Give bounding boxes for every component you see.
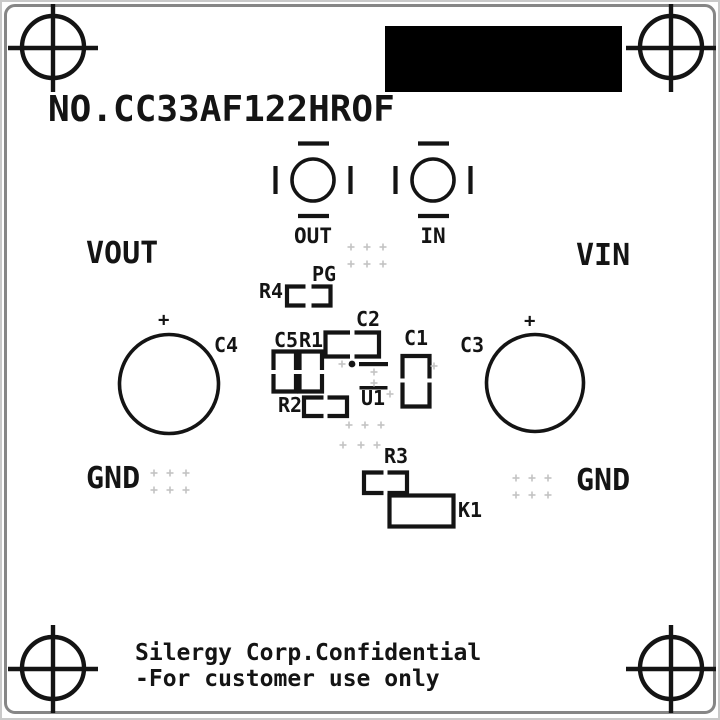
net-label-vin: VIN	[576, 238, 631, 273]
footprint-k1	[387, 493, 456, 529]
via-cluster-gnd-right	[511, 473, 553, 500]
fiducial-bottom-right	[626, 625, 716, 713]
footprint-r2	[301, 395, 350, 419]
board-part-number: NO.CC33AF122HROF	[48, 89, 395, 130]
refdes-r4: R4	[259, 279, 284, 303]
footprint-c1	[400, 353, 432, 409]
confidential-notice-line2: -For customer use only	[135, 666, 440, 692]
u1-pin1-dot	[348, 360, 356, 368]
c3-polarity-plus: +	[524, 310, 536, 332]
refdes-u1: U1	[361, 386, 386, 410]
via-cluster-gnd-left	[149, 468, 191, 495]
c4-polarity-plus: +	[158, 309, 170, 331]
refdes-r2: R2	[278, 393, 303, 417]
refdes-r1: R1	[299, 328, 324, 352]
refdes-c4: C4	[214, 333, 239, 357]
refdes-c3: C3	[460, 333, 485, 357]
refdes-r3: R3	[384, 444, 409, 468]
footprint-c5	[271, 349, 299, 394]
fiducial-top-right	[626, 4, 716, 92]
fiducial-top-left	[8, 4, 98, 92]
footprint-r4	[284, 284, 333, 308]
footprint-r1	[297, 349, 325, 394]
capacitor-c3-outline	[484, 332, 586, 434]
redacted-label-block	[385, 26, 622, 92]
fiducial-bottom-left	[8, 625, 98, 713]
refdes-c2: C2	[356, 307, 381, 331]
net-label-gnd-left: GND	[86, 461, 141, 496]
net-label-gnd-right: GND	[576, 463, 631, 498]
refdes-k1: K1	[458, 498, 483, 522]
footprint-c2	[323, 330, 382, 359]
net-label-pg: PG	[312, 262, 337, 286]
footprint-r3	[361, 470, 410, 496]
footprint-u1	[348, 360, 388, 390]
testpoint-in-pad	[396, 144, 471, 217]
via-cluster-center-top	[346, 242, 388, 269]
refdes-c1: C1	[404, 326, 429, 350]
testpoint-in-label: IN	[420, 224, 446, 248]
capacitor-c4-outline	[117, 332, 221, 436]
confidential-notice-line1: Silergy Corp.Confidential	[135, 640, 482, 666]
via-cluster-center-bottom	[338, 420, 386, 450]
net-label-vout: VOUT	[86, 236, 159, 271]
testpoint-out-label: OUT	[294, 224, 332, 248]
refdes-c5: C5	[274, 328, 299, 352]
testpoint-out-pad	[276, 144, 351, 217]
